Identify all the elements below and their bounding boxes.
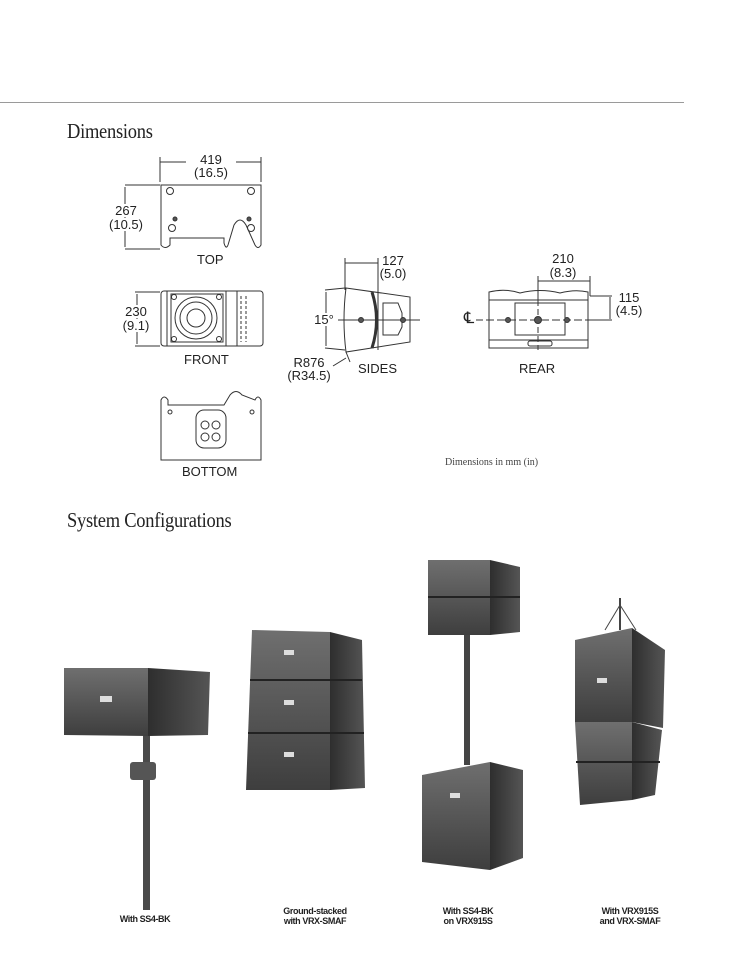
caption-line: With SS4-BK — [119, 914, 171, 924]
top-width-in: (16.5) — [194, 165, 228, 180]
photo-on-sub — [422, 560, 523, 870]
caption-line: With SS4-BK — [442, 906, 494, 916]
config-caption-2: Ground-stacked with VRX-SMAF — [275, 906, 355, 926]
sides-angle: 15° — [311, 313, 337, 326]
configurations-heading: System Configurations — [67, 508, 232, 532]
sides-depth-in: (5.0) — [379, 266, 407, 281]
top-label: TOP — [197, 252, 224, 267]
photo-ss4bk — [64, 668, 210, 910]
caption-line: on VRX915S — [443, 916, 493, 926]
rear-label: REAR — [519, 361, 556, 376]
rear-width-mm: 210 — [548, 252, 578, 265]
config-caption-4: With VRX915S and VRX-SMAF — [590, 906, 670, 926]
rear-width-in: (8.3) — [549, 265, 577, 280]
sides-radius-in: (R34.5) — [287, 368, 331, 383]
caption-line: Ground-stacked — [283, 906, 347, 916]
photo-flown — [575, 598, 665, 805]
header-rule — [0, 102, 684, 103]
photo-ground-stacked — [246, 630, 365, 790]
top-depth-mm: 267 — [104, 204, 148, 217]
units-note: Dimensions in mm (in) — [445, 457, 539, 468]
front-label: FRONT — [184, 352, 229, 367]
sides-radius-mm: R876 — [293, 355, 325, 370]
config-caption-3: With SS4-BK on VRX915S — [430, 906, 506, 926]
top-depth-in: (10.5) — [104, 218, 148, 231]
caption-line: and VRX-SMAF — [599, 916, 661, 926]
rear-height-in: (4.5) — [615, 303, 643, 318]
top-width-mm: 419 — [186, 153, 236, 166]
caption-line: With VRX915S — [601, 906, 659, 916]
centerline-symbol: ℄ — [462, 310, 476, 327]
sides-depth-mm: 127 — [382, 253, 404, 268]
rear-height-mm: 115 — [618, 290, 640, 305]
front-height-in: (9.1) — [116, 319, 156, 332]
bottom-label: BOTTOM — [182, 464, 238, 479]
config-caption-1: With SS4-BK — [110, 914, 180, 924]
dimensions-heading: Dimensions — [67, 119, 153, 143]
sides-label: SIDES — [358, 361, 398, 376]
front-height-mm: 230 — [116, 305, 156, 318]
caption-line: with VRX-SMAF — [283, 916, 347, 926]
